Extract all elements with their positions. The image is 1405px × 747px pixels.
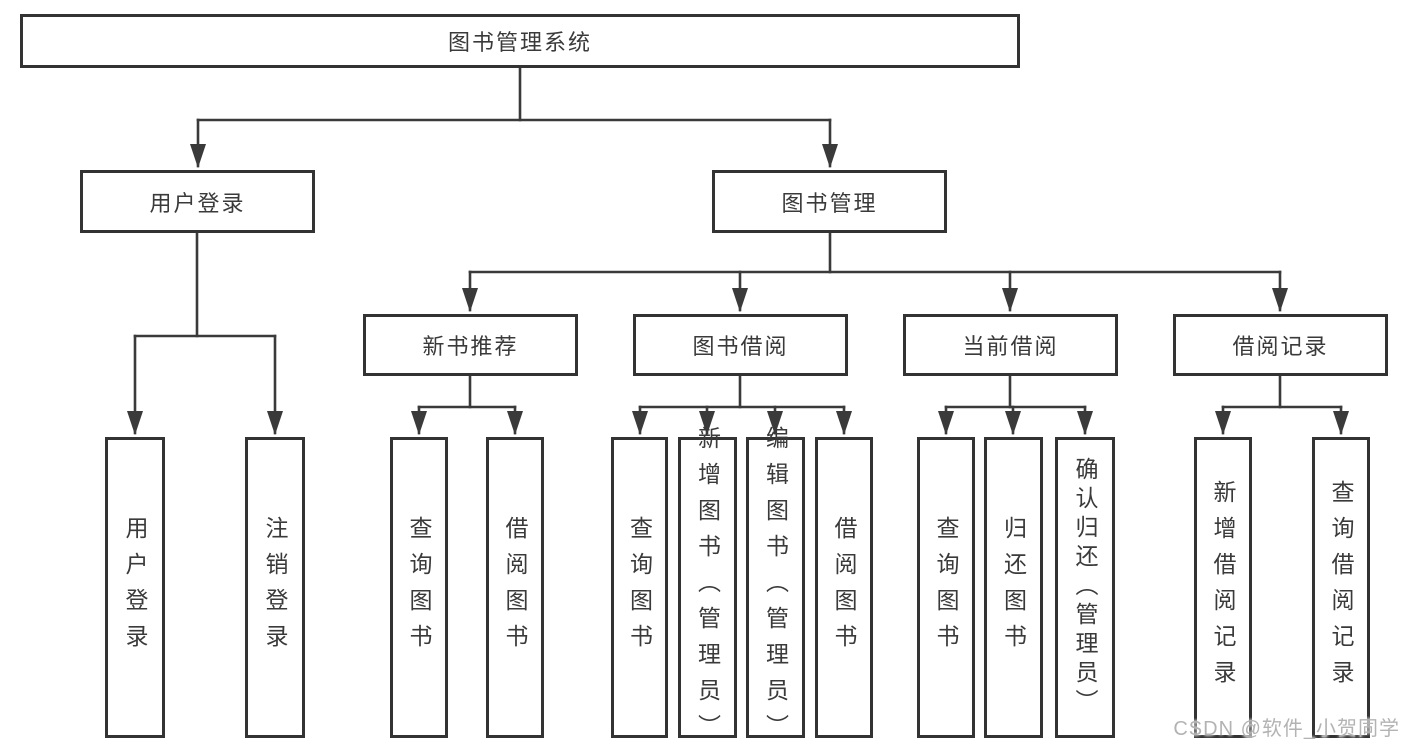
node-label: 借阅图书	[831, 515, 857, 660]
node-label: 查询图书	[933, 515, 959, 660]
node-library-management-system: 图书管理系统	[20, 14, 1020, 68]
node-label: 用户登录	[122, 515, 148, 660]
node-label: 用户登录	[149, 190, 246, 216]
leaf-add-book-admin: 新增图书（管理员）	[678, 426, 737, 747]
node-label: 查询图书	[626, 515, 653, 660]
node-label: 图书管理	[781, 190, 878, 216]
leaf-return-books: 归还图书	[984, 437, 1043, 738]
leaf-borrow-books: 借阅图书	[815, 437, 873, 738]
leaf-add-borrow-record: 新增借阅记录	[1194, 437, 1252, 738]
node-label: 借阅图书	[502, 515, 528, 660]
node-book-management: 图书管理	[712, 170, 947, 233]
leaf-query-books-borrow: 查询图书	[611, 437, 668, 738]
node-new-book-recommendation: 新书推荐	[363, 314, 578, 376]
leaf-user-login: 用户登录	[105, 437, 165, 738]
leaf-query-books-current: 查询图书	[917, 437, 975, 738]
node-label: 图书借阅	[692, 334, 789, 359]
node-label: 注销登录	[262, 515, 288, 660]
leaf-query-borrow-record: 查询借阅记录	[1312, 437, 1370, 738]
node-label: 新增图书（管理员）	[694, 425, 721, 747]
node-label: 查询借阅记录	[1328, 479, 1354, 696]
node-label: 借阅记录	[1232, 334, 1329, 359]
node-current-borrowing: 当前借阅	[903, 314, 1118, 376]
leaf-edit-book-admin: 编辑图书（管理员）	[746, 426, 805, 747]
node-label: 归还图书	[1000, 515, 1027, 660]
node-label: 编辑图书（管理员）	[762, 425, 789, 747]
node-book-borrowing: 图书借阅	[633, 314, 848, 376]
node-user-login: 用户登录	[80, 170, 315, 233]
csdn-watermark: CSDN @软件_小贺同学	[1173, 718, 1400, 740]
node-label: 当前借阅	[962, 334, 1059, 359]
node-borrowing-records: 借阅记录	[1173, 314, 1388, 376]
node-label: 确认归还（管理员）	[1072, 457, 1098, 718]
node-label: 新增借阅记录	[1210, 479, 1236, 696]
leaf-confirm-return-admin: 确认归还（管理员）	[1055, 437, 1115, 738]
node-label: 新书推荐	[422, 334, 519, 359]
node-label: 查询图书	[406, 515, 432, 660]
leaf-borrow-books-recommend: 借阅图书	[486, 437, 544, 738]
leaf-logout: 注销登录	[245, 437, 305, 738]
leaf-query-books-recommend: 查询图书	[390, 437, 448, 738]
node-label: 图书管理系统	[447, 30, 592, 55]
